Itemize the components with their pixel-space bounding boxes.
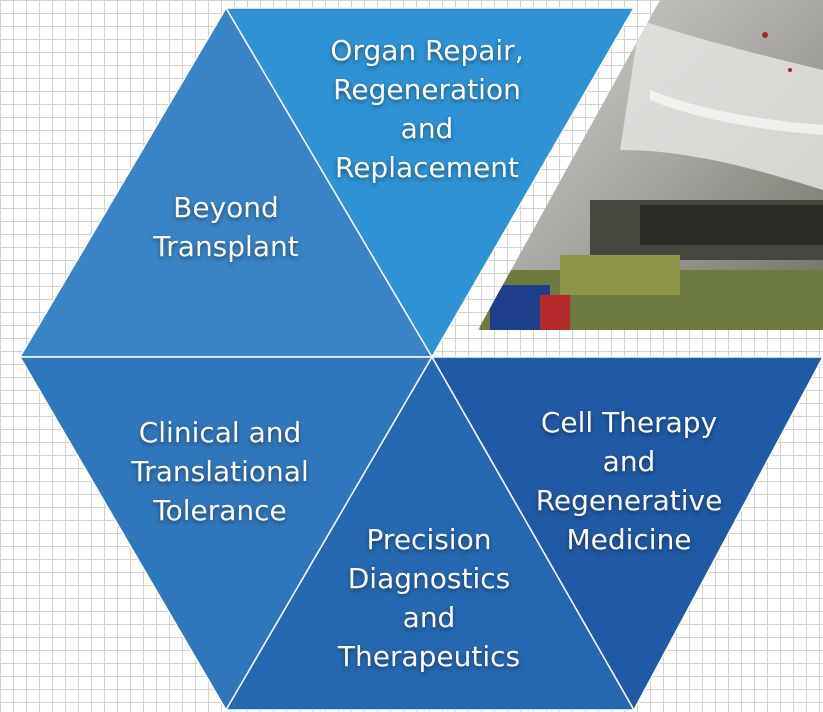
- label-line: Regeneration: [333, 73, 521, 106]
- label-line: Transplant: [153, 230, 299, 263]
- label-line: Medicine: [566, 523, 692, 556]
- label-line: Tolerance: [153, 494, 287, 527]
- segment-cell-therapy: [430, 356, 823, 712]
- label-line: and: [402, 601, 456, 634]
- label-line: Organ Repair,: [330, 34, 524, 67]
- label-line: Clinical and: [138, 416, 302, 449]
- label-line: Cell Therapy: [540, 406, 718, 439]
- label-line: Replacement: [335, 151, 519, 184]
- label-organ-repair: Organ Repair, Regeneration and Replaceme…: [307, 31, 547, 187]
- label-line: Therapeutics: [337, 640, 521, 673]
- segment-organ-repair: [224, 7, 636, 359]
- label-line: and: [400, 112, 454, 145]
- label-line: Beyond: [173, 191, 279, 224]
- label-clinical-tolerance: Clinical and Translational Tolerance: [100, 413, 340, 530]
- label-line: Precision: [366, 523, 492, 556]
- label-beyond-transplant: Beyond Transplant: [106, 188, 346, 266]
- label-line: Diagnostics: [347, 562, 511, 595]
- label-line: Regenerative: [535, 484, 723, 517]
- label-precision-diagnostics: Precision Diagnostics and Therapeutics: [309, 520, 549, 676]
- label-line: Translational: [131, 455, 309, 488]
- label-cell-therapy: Cell Therapy and Regenerative Medicine: [509, 403, 749, 559]
- lab-photo: [478, 0, 823, 330]
- label-line: and: [602, 445, 656, 478]
